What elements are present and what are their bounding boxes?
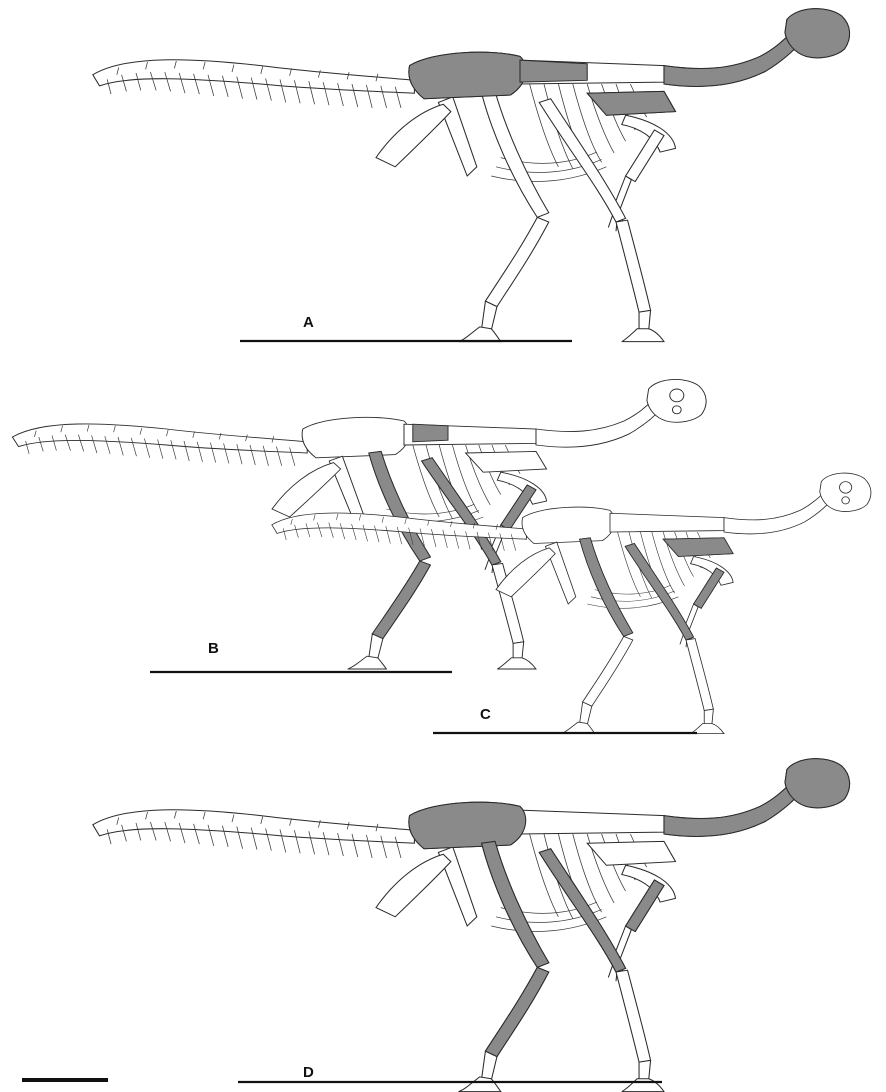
panel-label-c: C [480,706,491,723]
skeleton-d [93,759,850,1092]
panel-a: A [93,9,850,342]
skeleton-a [93,9,850,342]
panel-label-a: A [303,314,314,331]
panel-label-d: D [303,1064,314,1081]
panel-label-b: B [208,640,219,657]
panel-d: D [93,759,850,1092]
